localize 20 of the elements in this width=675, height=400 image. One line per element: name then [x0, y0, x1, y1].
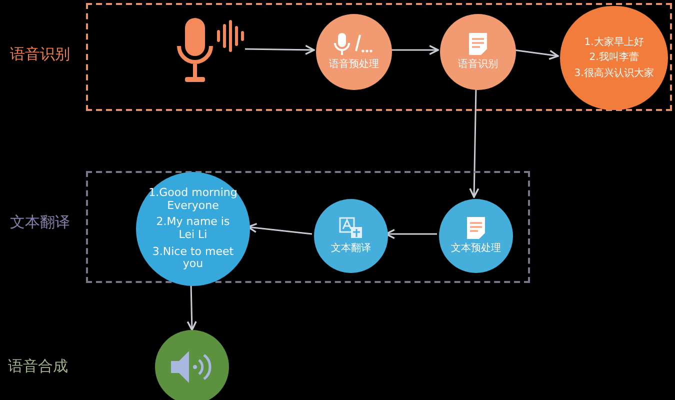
node-text: 1.大家早上好 — [584, 36, 644, 48]
arrow — [244, 44, 315, 55]
node-text: 语音预处理 — [329, 59, 379, 71]
row-heading: 语音识别 — [10, 44, 71, 65]
arrow — [385, 228, 437, 240]
node-text: 文本翻译 — [331, 243, 371, 255]
node-text: 3.很高兴认识大家 — [574, 68, 654, 80]
node-text: 3.Nice to meet you — [151, 246, 235, 271]
arrow — [247, 222, 312, 235]
arrow — [514, 49, 559, 60]
node-text: 1.Good morning Everyone — [148, 187, 238, 212]
row-heading: 文本翻译 — [10, 212, 71, 233]
arrow — [469, 88, 480, 198]
arrow — [186, 284, 197, 331]
arrow — [390, 44, 439, 56]
node-text: 2.我叫李蕾 — [589, 52, 639, 64]
row-heading: 语音合成 — [8, 356, 68, 377]
node-text: 语音识别 — [458, 59, 498, 71]
node-text: 2.My name is Lei Li — [155, 216, 231, 242]
node-text: 文本预处理 — [451, 243, 501, 255]
